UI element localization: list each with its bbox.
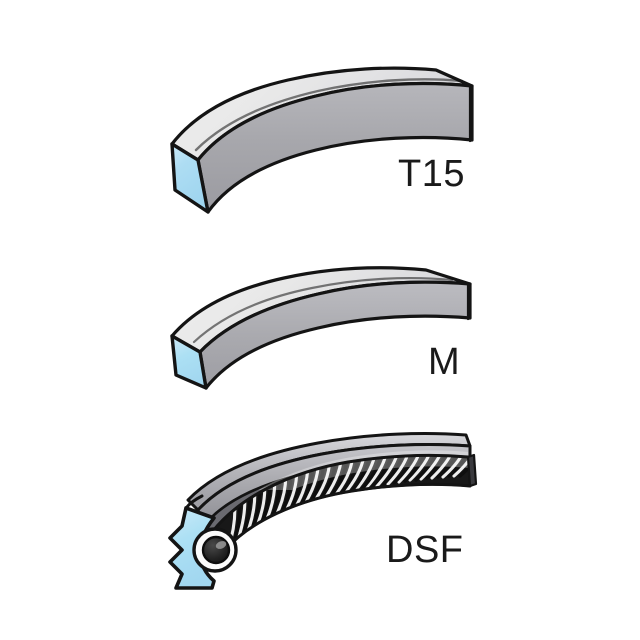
dsf-spring-end-hub xyxy=(201,535,231,565)
dsf-spring-end-highlight xyxy=(215,541,227,549)
ring-label-m: M xyxy=(428,341,460,383)
ring-group-m: M xyxy=(170,266,472,390)
t15-highlight xyxy=(194,78,464,152)
dsf-end-cap xyxy=(466,453,478,488)
dsf-section-top-link xyxy=(184,494,204,510)
m-highlight xyxy=(192,276,454,344)
dsf-coil-outline-lower xyxy=(224,482,472,551)
dsf-coil-outline xyxy=(211,453,470,533)
m-end-cap xyxy=(466,282,472,321)
ring-group-t15: T15 xyxy=(170,66,474,214)
m-cross-section-face xyxy=(170,334,208,390)
ring-label-dsf: DSF xyxy=(386,529,464,571)
ring-group-dsf: DSF xyxy=(168,432,478,590)
t15-cross-section-face xyxy=(170,142,210,214)
t15-end-cap xyxy=(468,84,474,143)
ring-label-t15: T15 xyxy=(398,153,465,195)
